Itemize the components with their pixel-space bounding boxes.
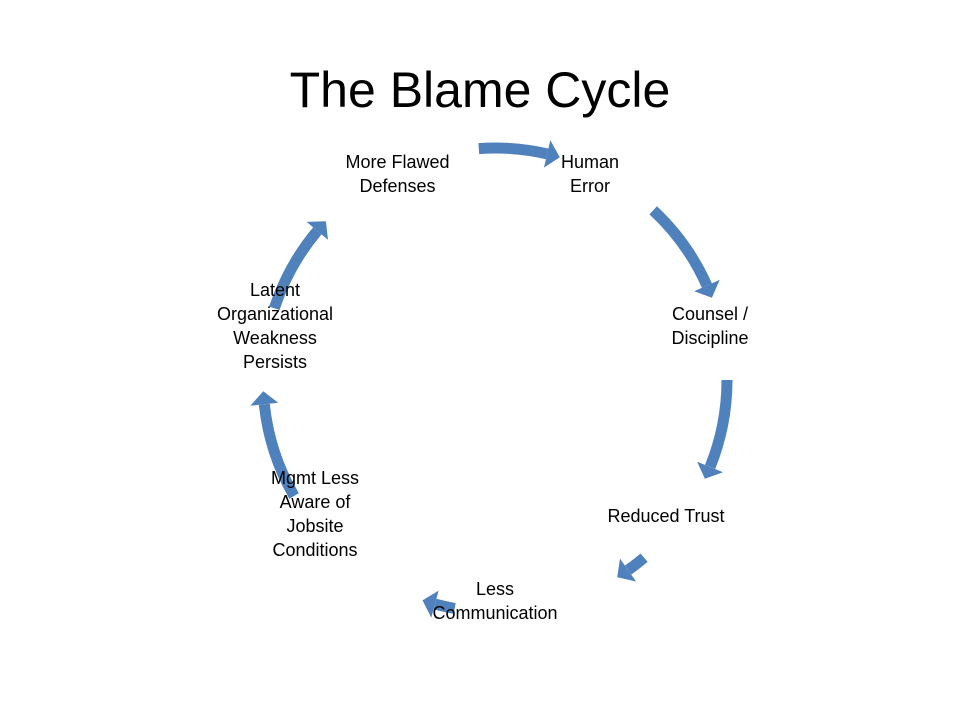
node-less-communication: Less Communication [432,579,558,623]
node-mgmt-less-aware: Mgmt Less Aware of Jobsite Conditions [270,468,360,560]
node-more-flawed-defenses: More Flawed Defenses [345,152,450,196]
arrow-latent-weakness-to-defenses [269,221,328,311]
arrow-counsel-to-reduced-trust [697,379,733,479]
node-counsel-discipline: Counsel / Discipline [671,304,749,348]
arrow-human-error-to-counsel [649,206,720,298]
slide-title: The Blame Cycle [289,62,671,118]
node-latent-weakness: Latent Organizational Weakness Persists [216,280,334,372]
arrow-defenses-to-human-error [478,140,560,168]
arrow-less-communication-to-mgmt [422,590,456,618]
arrow-mgmt-to-latent-weakness [250,391,299,499]
arrow-reduced-trust-to-less-communication [617,553,648,582]
node-human-error: Human Error [560,152,620,196]
node-reduced-trust: Reduced Trust [607,506,725,526]
